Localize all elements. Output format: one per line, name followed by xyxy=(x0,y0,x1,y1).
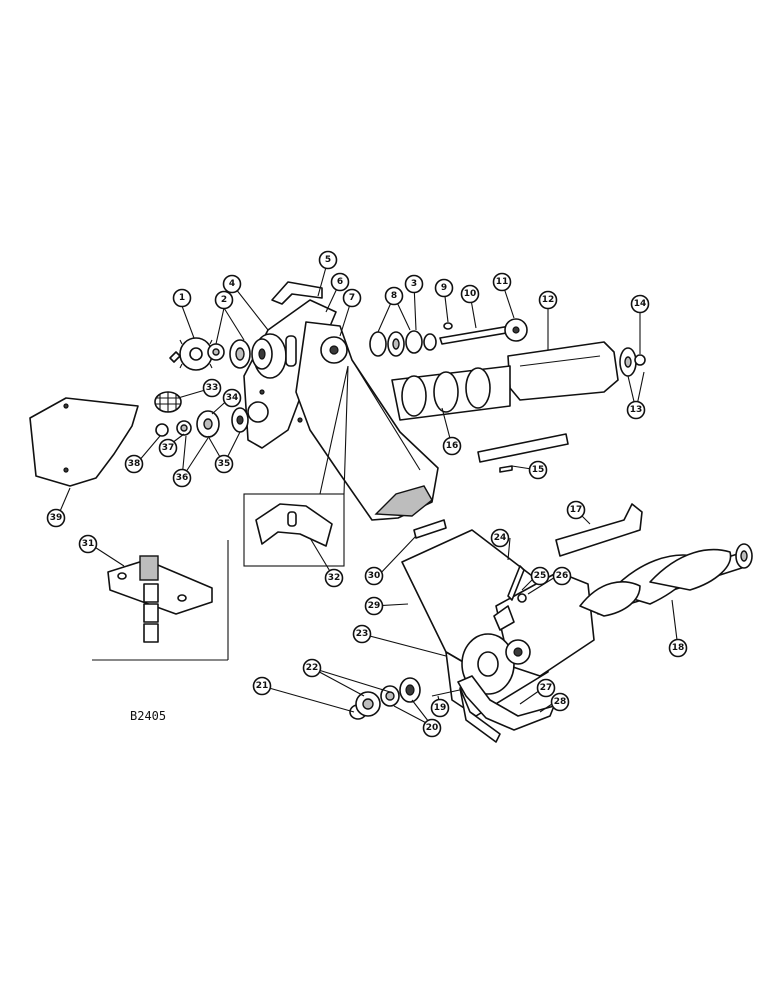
callout-5: 5 xyxy=(318,250,338,270)
callout-23: 23 xyxy=(352,624,372,644)
callout-label: 18 xyxy=(672,643,685,653)
callout-10: 10 xyxy=(460,284,480,304)
callout-7: 7 xyxy=(342,288,362,308)
callout-33: 33 xyxy=(202,378,222,398)
callout-label: 33 xyxy=(206,383,219,393)
callout-3: 3 xyxy=(404,274,424,294)
cover-plate-15 xyxy=(477,433,569,473)
callout-25: 25 xyxy=(530,566,550,586)
callout-31: 31 xyxy=(78,534,98,554)
callout-label: 17 xyxy=(570,505,583,515)
callout-label: 29 xyxy=(368,601,381,611)
callout-label: 10 xyxy=(464,289,477,299)
deflector-shield xyxy=(457,675,555,743)
callout-17: 17 xyxy=(566,500,586,520)
callout-label: 16 xyxy=(446,441,459,451)
callout-label: 6 xyxy=(337,277,343,287)
callout-20: 20 xyxy=(422,718,442,738)
callout-label: 9 xyxy=(441,283,447,293)
callout-label: 34 xyxy=(226,393,239,403)
callout-label: 15 xyxy=(532,465,545,475)
callout-label: 24 xyxy=(494,533,507,543)
callout-22: 22 xyxy=(302,658,322,678)
callout-label: 32 xyxy=(328,573,341,583)
callout-16: 16 xyxy=(442,436,462,456)
callout-36: 36 xyxy=(172,468,192,488)
cover-plate-17 xyxy=(555,503,643,557)
callout-label: 21 xyxy=(256,681,269,691)
callout-label: 1 xyxy=(179,293,185,303)
callout-27: 27 xyxy=(536,678,556,698)
callout-label: 23 xyxy=(356,629,369,639)
callout-label: 22 xyxy=(306,663,319,673)
callout-35: 35 xyxy=(214,454,234,474)
lower-bearing-stack xyxy=(349,677,421,720)
callout-15: 15 xyxy=(528,460,548,480)
callout-label: 30 xyxy=(368,571,381,581)
callout-39: 39 xyxy=(46,508,66,528)
callout-label: 25 xyxy=(534,571,547,581)
callout-34: 34 xyxy=(222,388,242,408)
callout-13: 13 xyxy=(626,400,646,420)
callout-label: 3 xyxy=(411,279,417,289)
callout-label: 35 xyxy=(218,459,231,469)
callout-24: 24 xyxy=(490,528,510,548)
callout-38: 38 xyxy=(124,454,144,474)
callout-18: 18 xyxy=(668,638,688,658)
callout-21: 21 xyxy=(252,676,272,696)
left-shield xyxy=(29,397,139,487)
callout-label: 2 xyxy=(221,295,227,305)
left-drive-assembly xyxy=(154,337,273,438)
callout-29: 29 xyxy=(364,596,384,616)
callout-label: 38 xyxy=(128,459,141,469)
callout-label: 4 xyxy=(229,279,235,289)
callout-19: 19 xyxy=(430,698,450,718)
callout-label: 5 xyxy=(325,255,331,265)
callout-28: 28 xyxy=(550,692,570,712)
detail-inset-32 xyxy=(243,365,349,567)
callout-label: 8 xyxy=(391,291,397,301)
callout-37: 37 xyxy=(158,438,178,458)
callout-label: 13 xyxy=(630,405,643,415)
callout-9: 9 xyxy=(434,278,454,298)
callout-26: 26 xyxy=(552,566,572,586)
callout-label: 28 xyxy=(554,697,567,707)
drawing-code: B2405 xyxy=(130,709,166,723)
callout-label: 7 xyxy=(349,293,355,303)
callout-label: 26 xyxy=(556,571,569,581)
callout-label: 27 xyxy=(540,683,553,693)
lower-housing xyxy=(401,519,595,717)
detail-inset-31 xyxy=(92,540,229,661)
callout-label: 36 xyxy=(176,473,189,483)
callout-label: 20 xyxy=(426,723,439,733)
callout-label: 12 xyxy=(542,295,555,305)
callout-label: 19 xyxy=(434,703,447,713)
callout-label: 14 xyxy=(634,299,647,309)
callout-1: 1 xyxy=(172,288,192,308)
callout-2: 2 xyxy=(214,290,234,310)
upper-auger-trough xyxy=(320,318,646,421)
callout-32: 32 xyxy=(324,568,344,588)
callout-8: 8 xyxy=(384,286,404,306)
callout-label: 39 xyxy=(50,513,63,523)
callout-label: 11 xyxy=(496,277,509,287)
callout-12: 12 xyxy=(538,290,558,310)
callout-30: 30 xyxy=(364,566,384,586)
callout-6: 6 xyxy=(330,272,350,292)
lower-auger xyxy=(579,543,753,617)
callout-4: 4 xyxy=(222,274,242,294)
callout-14: 14 xyxy=(630,294,650,314)
callout-11: 11 xyxy=(492,272,512,292)
callout-label: 37 xyxy=(162,443,175,453)
callout-label: 31 xyxy=(82,539,95,549)
